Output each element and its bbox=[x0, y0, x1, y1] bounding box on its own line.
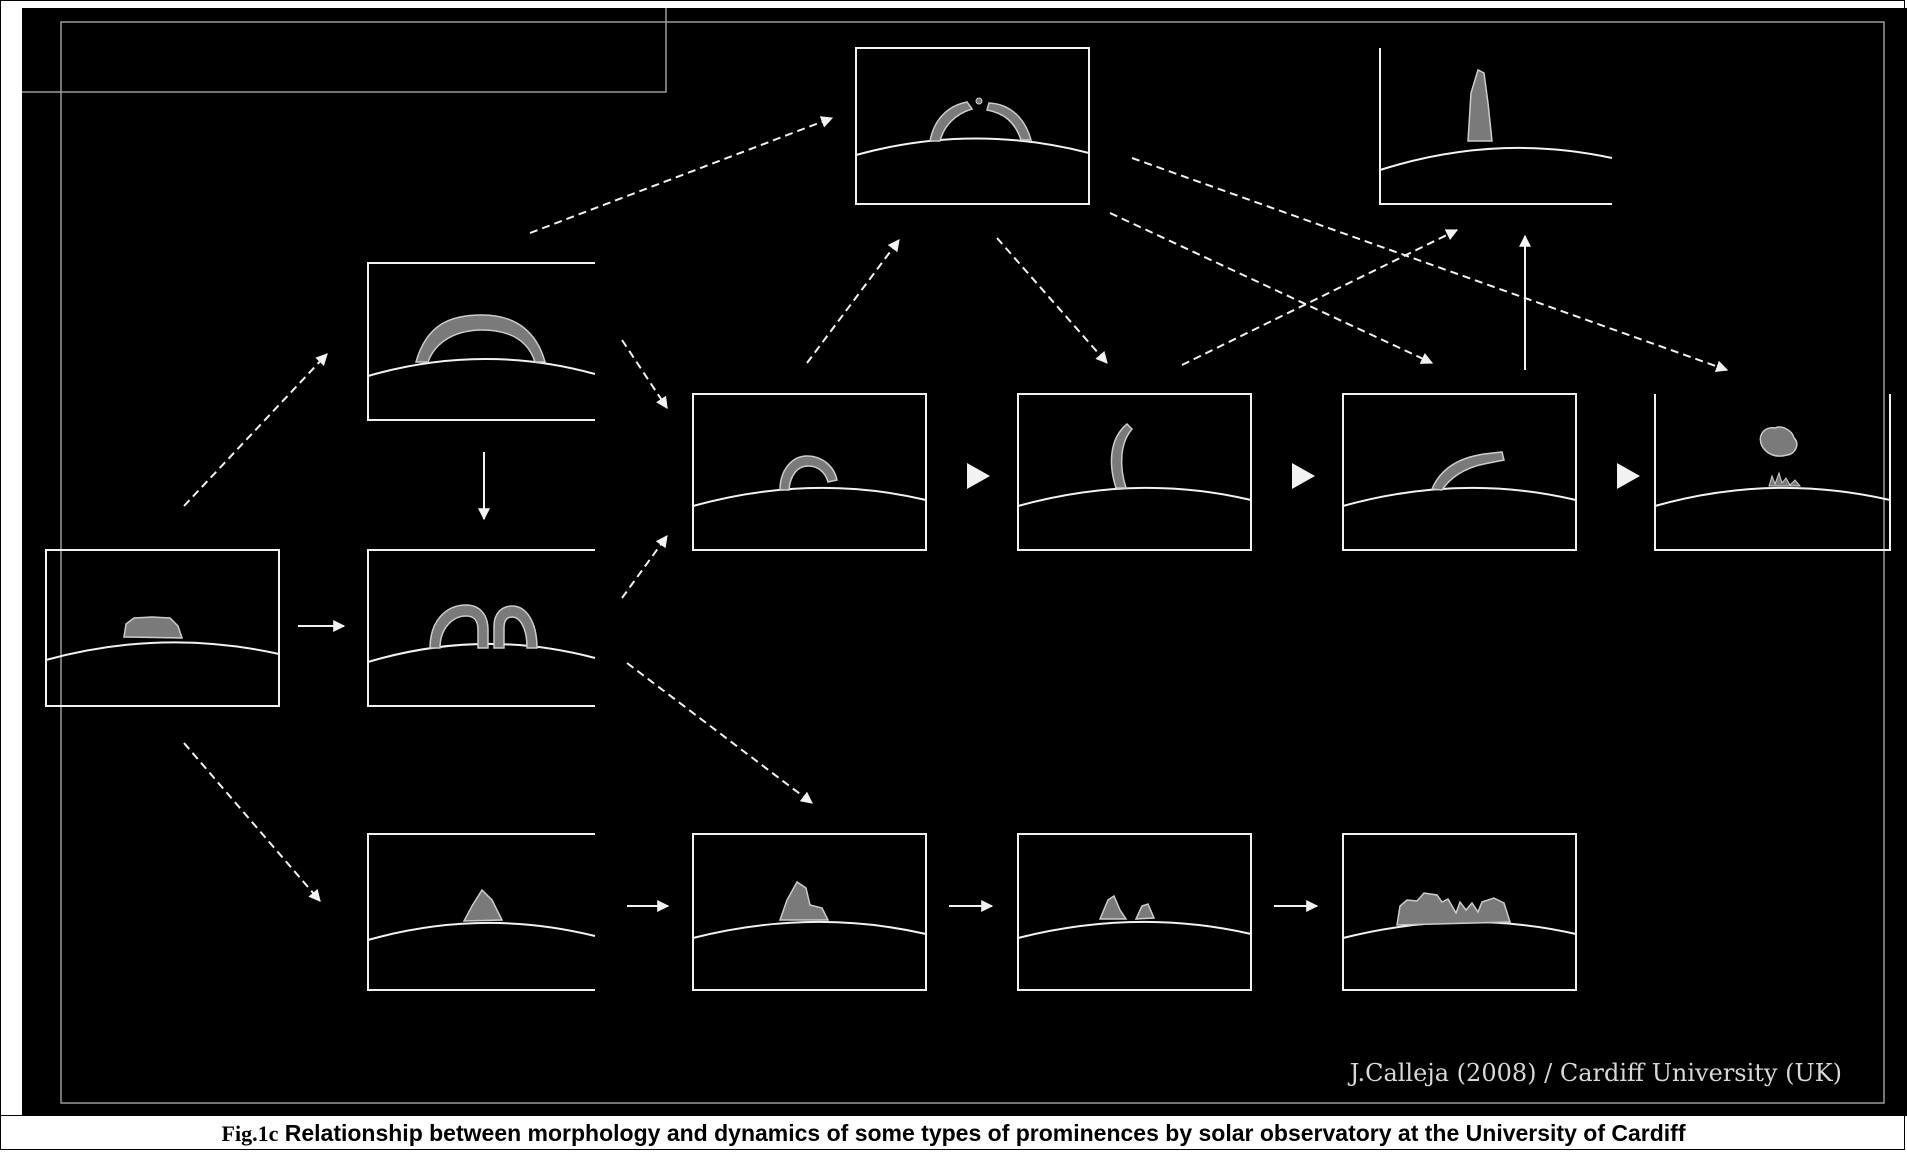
prominence-shape bbox=[1396, 892, 1512, 926]
prominence-shape bbox=[1467, 68, 1493, 142]
arrowhead bbox=[1292, 463, 1315, 489]
arrow bbox=[183, 353, 328, 507]
prominence-shape bbox=[493, 605, 538, 649]
arrow bbox=[806, 239, 900, 364]
prominence-shape bbox=[1430, 451, 1505, 491]
outer-frame bbox=[60, 21, 1885, 1104]
solid-arrowheads bbox=[967, 463, 1640, 489]
arrow bbox=[626, 662, 813, 804]
prominence-shape bbox=[1098, 894, 1128, 920]
panel-twin-peaks bbox=[1017, 833, 1252, 991]
panel-small-arch bbox=[692, 393, 927, 551]
figure-caption: Fig.1c Relationship between morphology a… bbox=[0, 1115, 1907, 1152]
arrow bbox=[1109, 212, 1434, 364]
panel-hedgerow bbox=[1342, 833, 1577, 991]
prominence-shape bbox=[1110, 422, 1134, 489]
prominence-diagram: J.Calleja (2008) / Cardiff University (U… bbox=[22, 8, 1907, 1115]
panel-leaning-arc bbox=[1342, 393, 1577, 551]
arrow bbox=[996, 237, 1108, 364]
arrow bbox=[529, 116, 834, 234]
prominence-shape bbox=[462, 888, 504, 922]
arrow bbox=[1181, 229, 1459, 366]
prominence-shape bbox=[1759, 426, 1798, 457]
panel-detached-cloud bbox=[1654, 394, 1891, 551]
panel-tall-spike bbox=[1379, 48, 1613, 205]
panel-curved-column bbox=[1017, 393, 1252, 551]
prominence-shape bbox=[1134, 903, 1156, 920]
prominence-shape bbox=[986, 102, 1032, 141]
arrows bbox=[183, 116, 1729, 912]
arrow bbox=[183, 742, 321, 902]
panel-twin-arches bbox=[855, 47, 1090, 205]
prominence-shape bbox=[779, 455, 838, 491]
prominence-shape bbox=[778, 880, 830, 921]
arrow bbox=[1131, 157, 1729, 373]
arrow bbox=[621, 535, 668, 599]
caption-number: Fig.1c bbox=[221, 1121, 279, 1146]
prominence-shape bbox=[929, 101, 974, 142]
credit-text: J.Calleja (2008) / Cardiff University (U… bbox=[1347, 1059, 1842, 1087]
prominence-shape bbox=[429, 604, 489, 649]
panel-small-peak bbox=[367, 833, 596, 991]
panel-split-peak bbox=[692, 833, 927, 991]
corner-frame bbox=[22, 8, 667, 93]
arrow bbox=[621, 339, 668, 410]
panel-initial-mound bbox=[45, 549, 280, 707]
prominence-shape bbox=[415, 314, 546, 363]
caption-text: Relationship between morphology and dyna… bbox=[284, 1120, 1686, 1146]
prominence-shape bbox=[123, 616, 184, 639]
arrowhead bbox=[967, 463, 990, 489]
arrowhead bbox=[1617, 463, 1640, 489]
panel-double-loop bbox=[367, 549, 596, 707]
panel-loop-arcade bbox=[367, 262, 596, 421]
